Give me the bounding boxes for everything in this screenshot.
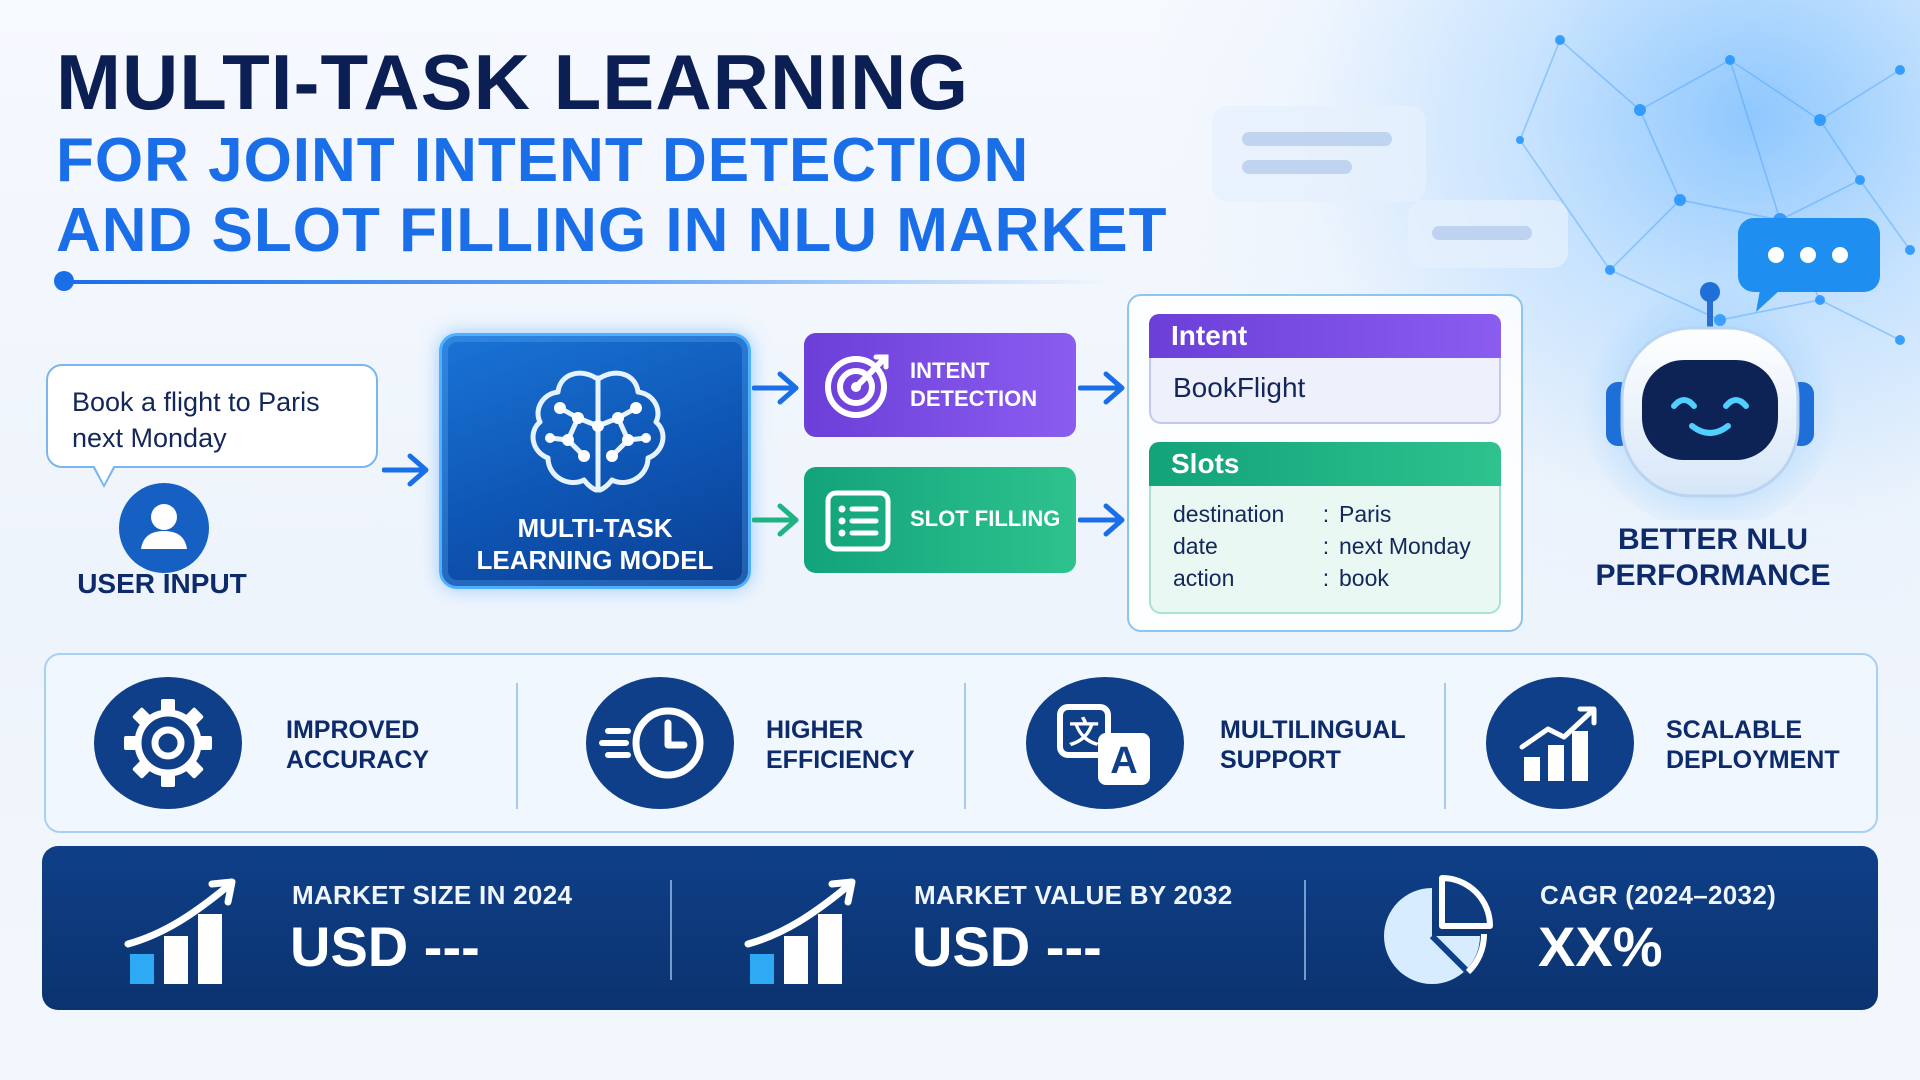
benefits-strip: IMPROVED ACCURACY HIGHER EFFICIENCY 文 A [44,653,1878,833]
clock-icon [599,707,704,779]
arrow-right-icon [1078,503,1125,537]
growth-chart-icon [124,878,236,984]
svg-text:文: 文 [1069,716,1099,751]
user-utterance-bubble: Book a flight to Paris next Monday [46,364,378,488]
benefit-label: SCALABLE DEPLOYMENT [1666,716,1840,774]
benefit-icon-circle [94,677,242,809]
title-line-1: MULTI-TASK LEARNING [56,38,969,126]
growth-chart-icon [1519,706,1597,781]
arrow-right-icon [1078,371,1125,405]
translate-icon: 文 A [1057,704,1150,785]
title-block: MULTI-TASK LEARNING FOR JOINT INTENT DET… [56,38,1167,266]
title-line-3: AND SLOT FILLING IN NLU MARKET [56,196,1168,265]
utterance-line-1: Book a flight to Paris [72,387,320,417]
market-value-label: MARKET VALUE BY 2032 [914,880,1233,910]
benefit-label: MULTILINGUAL SUPPORT [1220,716,1406,774]
arrow-right-icon [752,503,799,537]
benefit-higher-efficiency: HIGHER EFFICIENCY [586,655,986,835]
slot-filling-card: SLOT FILLING [804,467,1076,573]
benefit-label: IMPROVED ACCURACY [286,716,430,774]
market-value-value: USD --- [912,915,1102,978]
slot-filling-label: SLOT FILLING [910,506,1061,531]
decorative-chat-bubble [1212,106,1426,202]
multi-task-learning-model: MULTI-TASK LEARNING MODEL [439,333,751,589]
user-input-label: USER INPUT [77,568,247,599]
intent-header: Intent [1149,314,1501,358]
benefit-icon-circle [1486,677,1634,809]
gear-icon [124,699,212,787]
arrow-right-icon [752,371,799,405]
utterance-line-2: next Monday [72,423,227,453]
benefit-improved-accuracy: IMPROVED ACCURACY [94,655,494,835]
growth-chart-icon [744,878,856,984]
benefit-icon-circle: 文 A [1026,677,1184,809]
list-form-icon [825,490,891,552]
neural-brain-icon [530,370,666,493]
decorative-chat-bubble [1408,200,1568,268]
divider [1444,683,1446,809]
market-size-label: MARKET SIZE IN 2024 [292,880,573,910]
output-panel: Intent BookFlight Slots destination : Pa… [1127,294,1523,632]
model-label: MULTI-TASK LEARNING MODEL [476,513,714,575]
benefit-icon-circle [586,677,734,809]
intent-value: BookFlight [1149,358,1501,424]
intent-detection-card: INTENT DETECTION [804,333,1076,437]
benefit-label: HIGHER EFFICIENCY [766,716,915,774]
intent-detection-label: INTENT DETECTION [910,358,1038,411]
benefit-multilingual-support: 文 A MULTILINGUAL SUPPORT [1026,655,1446,835]
robot-label: BETTER NLU PERFORMANCE [1595,523,1831,592]
title-line-2: FOR JOINT INTENT DETECTION [56,126,1030,195]
robot-icon [1580,218,1880,520]
target-icon [825,354,889,418]
divider [516,683,518,809]
pie-chart-icon [1384,875,1493,984]
market-size-value: USD --- [290,915,480,978]
slot-row: destination : Paris [1173,501,1392,527]
title-underline [54,271,1114,291]
slots-list: destination : Paris date : next Monday a… [1149,486,1501,614]
divider [670,880,672,980]
slot-row: action : book [1173,565,1389,591]
arrow-right-icon [382,453,429,487]
benefit-scalable-deployment: SCALABLE DEPLOYMENT [1486,655,1866,835]
slots-header: Slots [1149,442,1501,486]
divider [1304,880,1306,980]
divider [964,683,966,809]
cagr-value: XX% [1538,915,1663,978]
market-band: MARKET SIZE IN 2024 USD --- MARKET VALUE… [42,846,1878,1010]
slot-row: date : next Monday [1173,533,1471,559]
svg-text:A: A [1110,740,1137,782]
user-avatar-icon [119,483,209,573]
cagr-label: CAGR (2024–2032) [1540,880,1777,910]
